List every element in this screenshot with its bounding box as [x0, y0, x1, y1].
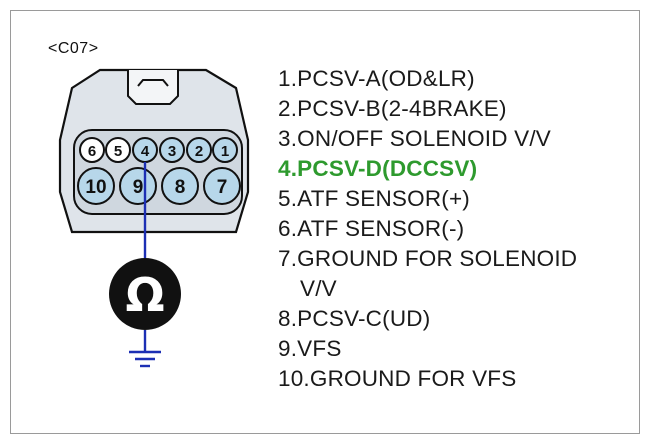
- pin-label-7: 7: [217, 177, 228, 198]
- pin-10: 10: [77, 167, 115, 205]
- legend-item-8: 8.PCSV-C(UD): [278, 306, 431, 331]
- pin-label-1: 1: [221, 143, 229, 160]
- pin-9: 9: [119, 167, 157, 205]
- pin-3: 3: [159, 137, 185, 163]
- pin-label-10: 10: [85, 177, 106, 198]
- legend-item-5: 5.ATF SENSOR(+): [278, 186, 470, 211]
- pin-legend: 1.PCSV-A(OD&LR) 2.PCSV-B(2-4BRAKE) 3.ON/…: [278, 64, 577, 394]
- legend-item-6: 6.ATF SENSOR(-): [278, 216, 465, 241]
- legend-item-4: 4.PCSV-D(DCCSV): [278, 156, 478, 181]
- legend-item-7: 7.GROUND FOR SOLENOID: [278, 246, 578, 271]
- legend-item-1: 1.PCSV-A(OD&LR): [278, 66, 475, 91]
- legend-item-7-continued: V/V: [300, 276, 337, 301]
- pin-7: 7: [203, 167, 241, 205]
- pin-1: 1: [212, 137, 238, 163]
- connector-latch: [127, 70, 179, 105]
- connector-latch-slot: [137, 79, 169, 87]
- ohm-symbol: Ω: [125, 268, 164, 322]
- pin-label-6: 6: [88, 143, 96, 160]
- pin-row-top: 6 5 4 3 2 1: [79, 137, 238, 163]
- pin-4: 4: [132, 137, 158, 163]
- pin-8: 8: [161, 167, 199, 205]
- pin-row-bottom: 10 9 8 7: [77, 167, 241, 205]
- pin-5: 5: [105, 137, 131, 163]
- pin-label-4: 4: [141, 143, 150, 160]
- connector-id-label: <C07>: [48, 40, 99, 57]
- ohmmeter-icon: Ω: [109, 258, 181, 330]
- pin-label-5: 5: [114, 143, 122, 160]
- legend-item-2: 2.PCSV-B(2-4BRAKE): [278, 96, 507, 121]
- pin-label-9: 9: [133, 177, 144, 198]
- pin-label-8: 8: [175, 177, 186, 198]
- pin-label-2: 2: [195, 143, 203, 160]
- legend-item-3: 3.ON/OFF SOLENOID V/V: [278, 126, 552, 151]
- ground-icon: [129, 350, 161, 368]
- legend-item-10: 10.GROUND FOR VFS: [278, 366, 517, 391]
- pin-label-3: 3: [168, 143, 176, 160]
- legend-item-9: 9.VFS: [278, 336, 342, 361]
- pin-6: 6: [79, 137, 105, 163]
- pin-2: 2: [186, 137, 212, 163]
